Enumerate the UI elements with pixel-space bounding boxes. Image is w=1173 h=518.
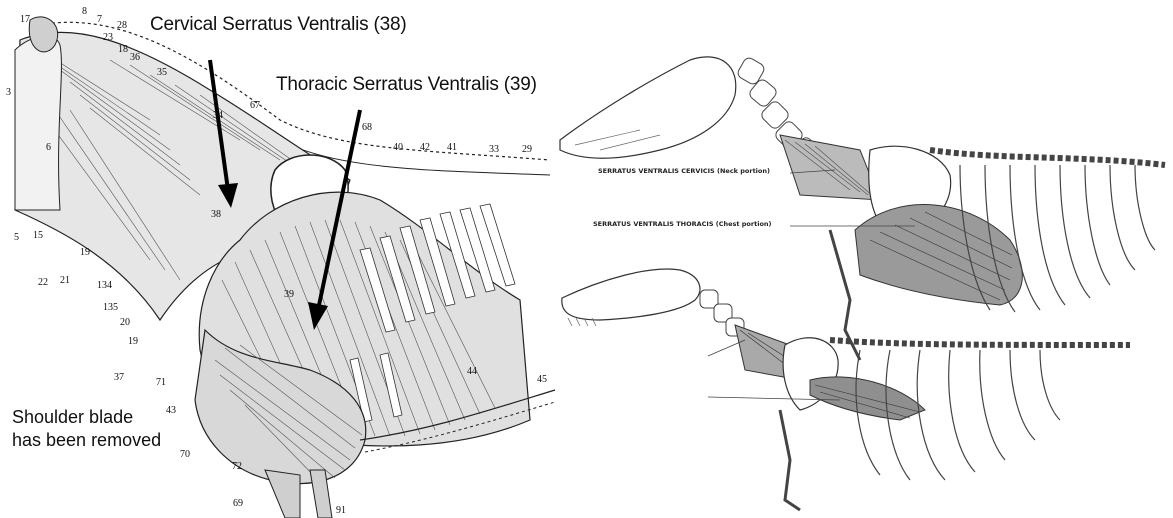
cervicis-label: SERRATUS VENTRALIS CERVICIS (Neck portio… xyxy=(598,167,770,175)
thoracis-label: SERRATUS VENTRALIS THORACIS (Chest porti… xyxy=(593,220,772,228)
